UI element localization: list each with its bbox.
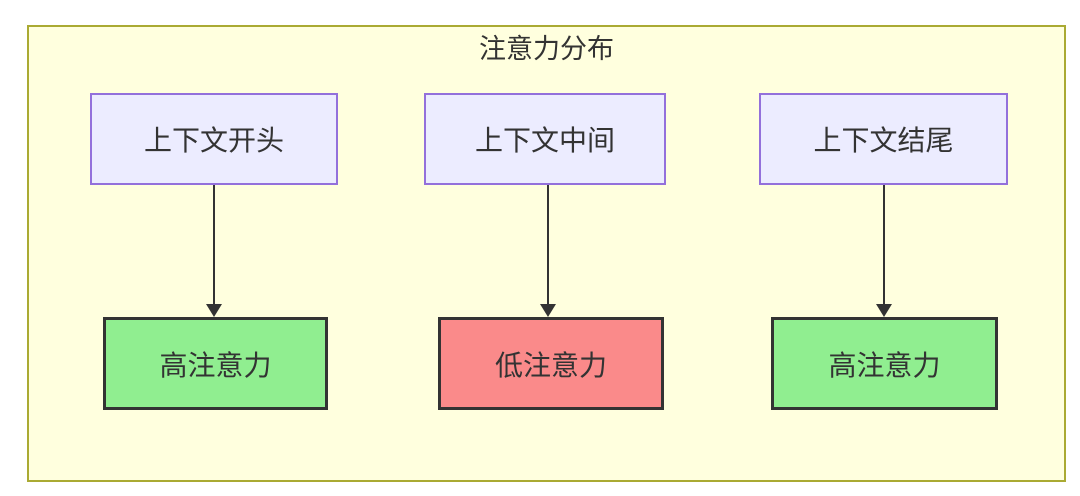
attention-distribution-frame: 注意力分布 上下文开头 高注意力 上下文中间 低注意力 上下文结尾 (27, 25, 1066, 482)
arrowhead-icon (206, 304, 222, 317)
arrow-line (213, 185, 215, 305)
node-label: 上下文结尾 (813, 124, 954, 157)
down-arrow (876, 185, 892, 317)
node-label: 高注意力 (828, 348, 941, 382)
down-arrow (206, 185, 222, 317)
node-high-attention-right: 高注意力 (771, 317, 998, 410)
arrow-line (883, 185, 885, 305)
diagram-title: 注意力分布 (479, 34, 614, 65)
node-label: 上下文中间 (474, 124, 615, 157)
node-low-attention-middle: 低注意力 (438, 317, 664, 410)
node-label: 高注意力 (159, 348, 272, 382)
node-label: 上下文开头 (143, 124, 284, 157)
node-context-middle: 上下文中间 (424, 93, 666, 185)
arrowhead-icon (876, 304, 892, 317)
down-arrow (540, 185, 556, 317)
node-label: 低注意力 (494, 348, 607, 382)
node-high-attention-left: 高注意力 (103, 317, 328, 410)
node-context-beginning: 上下文开头 (90, 93, 338, 185)
node-context-end: 上下文结尾 (759, 93, 1008, 185)
arrow-line (547, 185, 549, 305)
arrowhead-icon (540, 304, 556, 317)
